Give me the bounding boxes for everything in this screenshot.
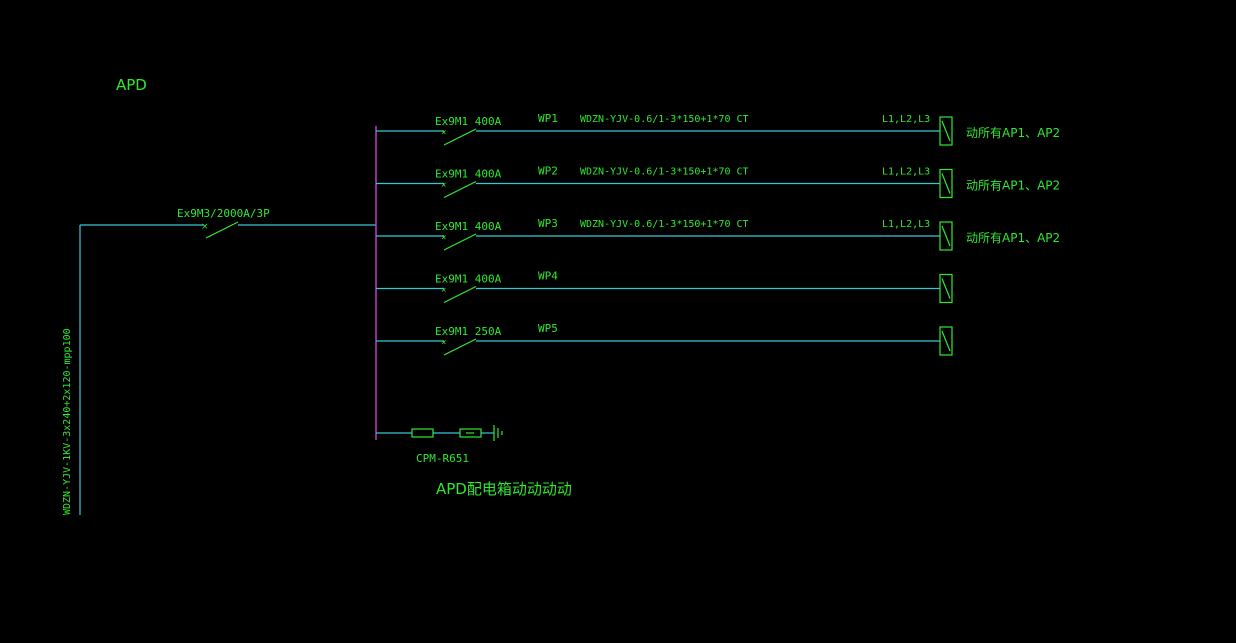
circuit-cable-label: WDZN-YJV-0.6/1-3*150+1*70 CT — [580, 219, 749, 230]
breaker-label: Ex9M1 400A — [435, 115, 502, 128]
breaker-symbol — [443, 180, 477, 199]
load-symbol — [939, 116, 953, 146]
circuit-cable-label: WDZN-YJV-0.6/1-3*150+1*70 CT — [580, 114, 749, 125]
breaker-symbol — [443, 233, 477, 251]
diagram-caption: APD配电箱动动动动 — [436, 480, 572, 498]
main-breaker-symbol: × — [201, 221, 239, 239]
circuit-id: WP1 — [538, 112, 558, 125]
circuit-cable-label: WDZN-YJV-0.6/1-3*150+1*70 CT — [580, 167, 749, 178]
load-symbol-diag — [941, 173, 951, 194]
breaker-label: Ex9M1 250A — [435, 325, 502, 338]
load-symbol — [939, 221, 953, 251]
load-symbol-diag — [941, 278, 951, 299]
circuit-destination: 动所有AP1、AP2 — [966, 179, 1060, 193]
breaker-contact-mark: × — [441, 286, 446, 296]
circuit-destination: 动所有AP1、AP2 — [966, 126, 1060, 140]
svg-text:×: × — [201, 222, 209, 232]
load-symbol-diag — [941, 225, 951, 247]
load-symbol-diag — [941, 120, 951, 142]
circuit-3: ×Ex9M1 400A WP3 WDZN-YJV-0.6/1-3*150+1*70 … — [376, 217, 1060, 251]
circuit-2: ×Ex9M1 400A WP2 WDZN-YJV-0.6/1-3*150+1*70 … — [376, 165, 1060, 199]
circuit-id: WP4 — [538, 270, 558, 283]
breaker-contact-mark: × — [441, 181, 446, 191]
circuit-phase-label: L1,L2,L3 — [882, 114, 930, 125]
breaker-symbol — [443, 338, 477, 356]
incoming-feeder: × Ex9M3/2000A/3P WDZN-YJV-1KV-3x240+2x12… — [62, 207, 376, 515]
circuit-phase-label: L1,L2,L3 — [882, 219, 930, 230]
spd-branch: CPM-R651 — [376, 425, 503, 465]
breaker-label: Ex9M1 400A — [435, 168, 502, 181]
circuit-id: WP5 — [538, 322, 558, 335]
header-label: APD — [116, 76, 147, 94]
breaker-contact-mark: × — [441, 233, 446, 243]
circuit-phase-label: L1,L2,L3 — [882, 167, 930, 178]
incoming-cable-label: WDZN-YJV-1KV-3x240+2x120-mpp100 — [62, 328, 73, 515]
circuit-4: ×Ex9M1 400A WP4 — [376, 270, 953, 304]
breaker-symbol — [443, 285, 477, 304]
breaker-contact-mark: × — [441, 128, 446, 138]
load-symbol — [939, 168, 953, 199]
spd-label: CPM-R651 — [416, 452, 469, 465]
breaker-symbol — [443, 128, 477, 146]
load-symbol — [939, 326, 953, 356]
fuse-symbol — [411, 428, 434, 438]
circuit-id: WP3 — [538, 217, 558, 230]
load-symbol — [939, 273, 953, 304]
breaker-contact-mark: × — [441, 338, 446, 348]
circuit-1: ×Ex9M1 400A WP1 WDZN-YJV-0.6/1-3*150+1*70 … — [376, 112, 1060, 146]
breaker-label: Ex9M1 400A — [435, 273, 502, 286]
circuit-id: WP2 — [538, 165, 558, 178]
circuit-destination: 动所有AP1、AP2 — [966, 231, 1060, 245]
breaker-label: Ex9M1 400A — [435, 220, 502, 233]
main-breaker-label: Ex9M3/2000A/3P — [177, 207, 270, 220]
load-symbol-diag — [941, 330, 951, 352]
circuit-5: ×Ex9M1 250A WP5 — [376, 322, 953, 356]
